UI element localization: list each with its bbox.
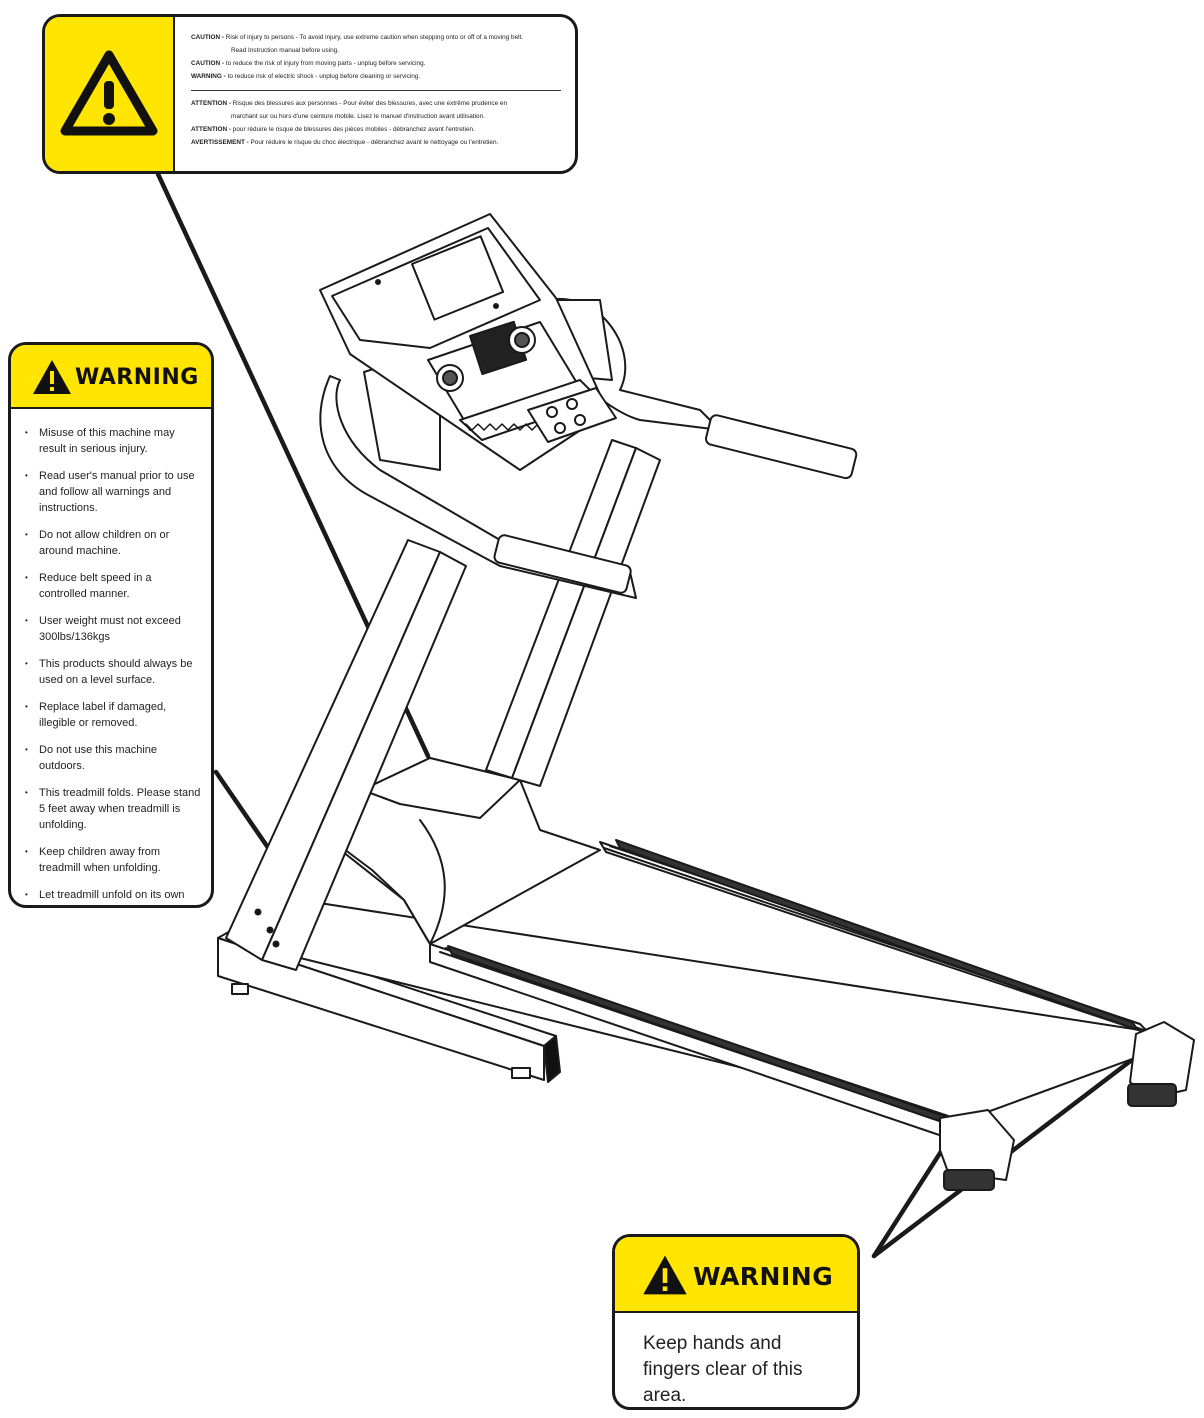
warning-triangle-icon [60,50,158,136]
list-item: Reduce belt speed in a controlled manner… [23,570,201,602]
list-item: This products should always be used on a… [23,656,201,688]
caution-line-fr: ATTENTION - pour réduire le risque de bl… [191,126,475,133]
console [319,213,617,471]
warning-triangle-icon [643,1255,687,1295]
warning-heading: WARNING [75,365,199,390]
caution-label-icon-panel [45,17,175,171]
handrails [319,297,858,599]
caution-label-text: CAUTION - Risk of injury to persons - To… [191,31,561,149]
caution-line: CAUTION - to reduce the risk of injury f… [191,60,426,67]
caution-line: CAUTION - Risk of injury to persons - To… [191,34,524,41]
warning-header: WARNING [11,345,211,409]
caution-line-fr: AVERTISSEMENT - Pour réduire le risque d… [191,139,499,146]
running-deck [259,839,1195,1191]
warning-list: Misuse of this machine may result in ser… [23,425,201,905]
warning-triangle-icon [33,360,71,394]
warning-message: Keep hands and fingers clear of this are… [643,1333,803,1406]
list-item: Replace label if damaged, illegible or r… [23,699,201,731]
uprights [225,439,661,971]
list-item: Do not use this machine outdoors. [23,742,201,774]
divider [191,90,561,91]
caution-line: Read Instruction manual before using. [231,47,339,54]
warning-header: WARNING [615,1237,857,1313]
list-item: Misuse of this machine may result in ser… [23,425,201,457]
caution-line-fr: ATTENTION - Risque des blessures aux per… [191,100,508,107]
list-item: Do not allow children on or around machi… [23,527,201,559]
list-item: Read user's manual prior to use and foll… [23,468,201,516]
warning-label-rear: WARNING Keep hands and fingers clear of … [612,1234,860,1410]
list-item: Let treadmill unfold on its own [23,887,201,903]
motor-hood [337,757,601,945]
list-item: This treadmill folds. Please stand 5 fee… [23,785,201,833]
list-item: User weight must not exceed 300lbs/136kg… [23,613,201,645]
caution-line-fr: marchant sur ou hors d'une ceinture mobi… [231,113,485,120]
leader-line-bottom-b [871,1031,1169,1259]
caution-line: WARNING - to reduce risk of electric sho… [191,73,421,80]
warning-label-side: WARNING Misuse of this machine may resul… [8,342,214,908]
list-item: Keep children away from treadmill when u… [23,844,201,876]
caution-label: CAUTION - Risk of injury to persons - To… [42,14,578,174]
warning-heading: WARNING [693,1262,834,1291]
